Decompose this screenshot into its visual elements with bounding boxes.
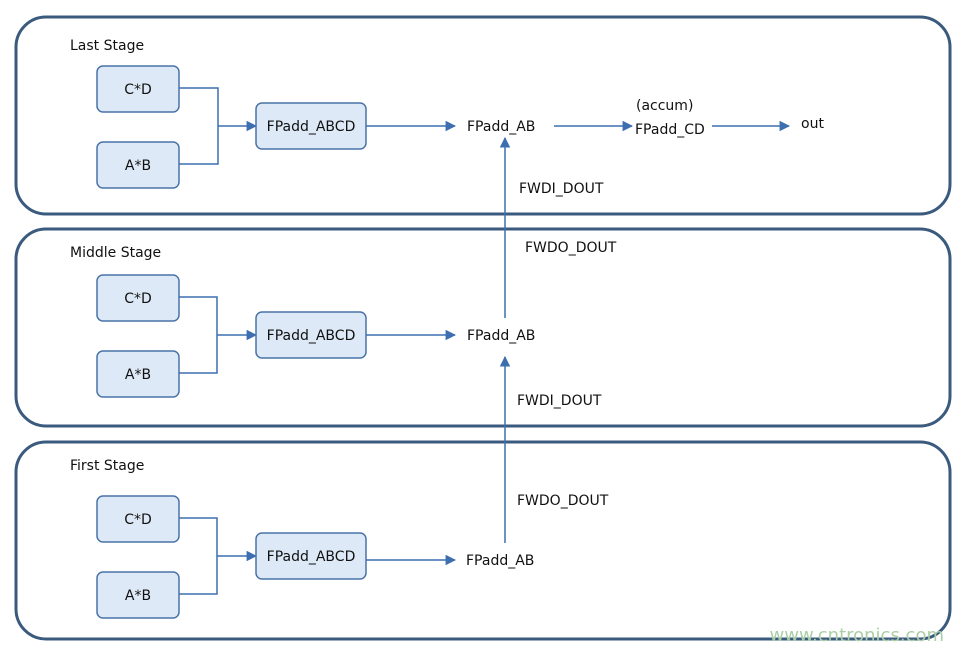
first-stage-frame: [14, 440, 952, 641]
fwdo-dout-label-first: FWDO_DOUT: [517, 493, 609, 509]
middle-fpadd-ab-label: FPadd_AB: [467, 328, 535, 344]
middle-stage-frame: [14, 227, 952, 428]
out-label: out: [801, 116, 824, 132]
last-fpadd-ab-label: FPadd_AB: [467, 119, 535, 135]
first-ab-block: [96, 571, 180, 619]
fwdi-dout-label-last: FWDI_DOUT: [519, 181, 604, 197]
fwdo-dout-label-middle: FWDO_DOUT: [525, 240, 617, 256]
middle-fpadd-abcd-label: FPadd_ABCD: [267, 328, 356, 344]
accum-label: (accum): [636, 98, 693, 114]
last-stage-frame: [14, 15, 952, 216]
last-stage-label: Last Stage: [70, 38, 144, 54]
fwdi-dout-label-middle: FWDI_DOUT: [517, 393, 602, 409]
middle-cd-block: [96, 274, 180, 322]
first-fpadd-abcd-label: FPadd_ABCD: [267, 549, 356, 565]
first-fpadd-ab-label: FPadd_AB: [466, 553, 534, 569]
middle-ab-block: [96, 350, 180, 398]
last-cd-label: C*D: [124, 82, 152, 98]
middle-cd-label: C*D: [124, 291, 152, 307]
last-fpadd-abcd-label: FPadd_ABCD: [267, 119, 356, 135]
first-stage-group: C*D A*B FPadd_ABCD FPadd_AB: [96, 495, 534, 619]
middle-stage-group: C*D A*B FPadd_ABCD FPadd_AB: [96, 274, 535, 398]
first-cd-label: C*D: [124, 512, 152, 528]
middle-stage-label: Middle Stage: [70, 245, 161, 261]
first-fpadd-abcd-block: [255, 532, 367, 580]
first-cd-block: [96, 495, 180, 543]
first-ab-label: A*B: [125, 588, 151, 604]
middle-ab-label: A*B: [125, 367, 151, 383]
last-cd-block: [96, 65, 180, 113]
fpadd-cd-label: FPadd_CD: [635, 122, 705, 138]
last-ab-block: [96, 141, 180, 189]
watermark-text: www.cntronics.com: [770, 625, 944, 646]
last-ab-label: A*B: [125, 158, 151, 174]
first-stage-label: First Stage: [70, 458, 144, 474]
last-stage-group: C*D A*B FPadd_ABCD FPadd_AB (accum) FPad…: [96, 65, 824, 189]
